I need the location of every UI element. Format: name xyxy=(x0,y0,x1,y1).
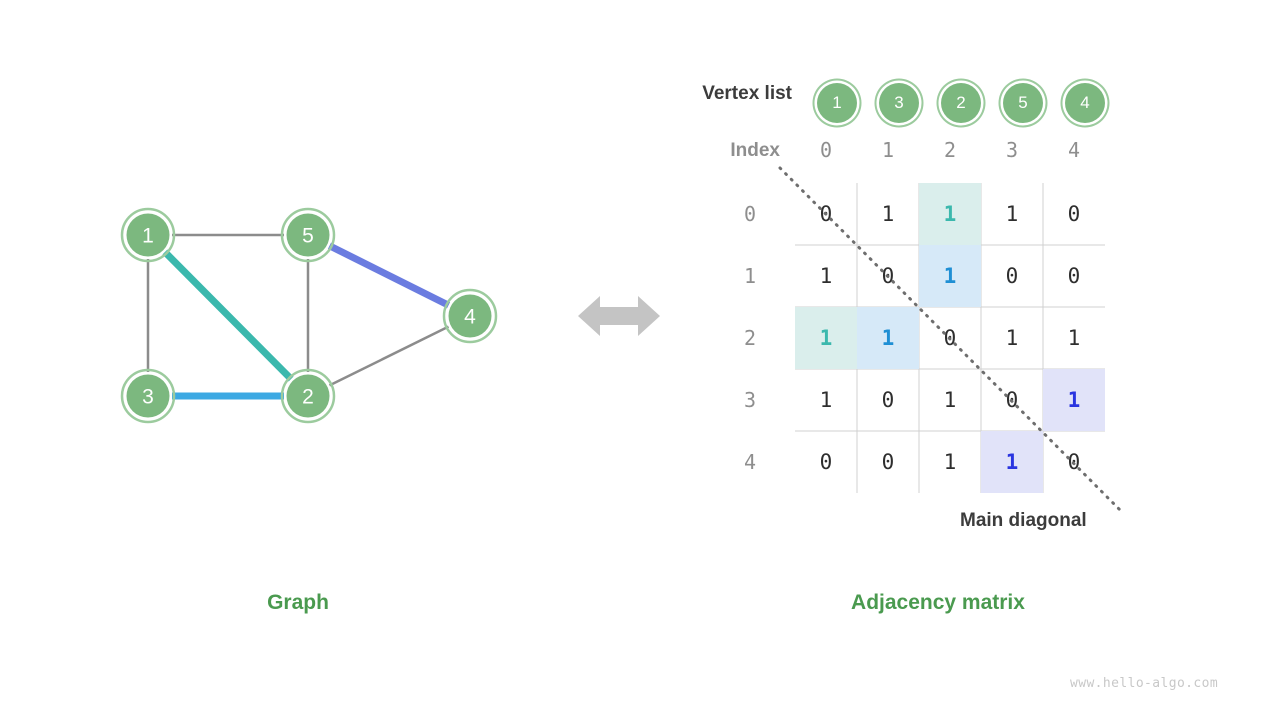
graph-node-label: 5 xyxy=(302,225,314,248)
graph-node-2[interactable]: 2 xyxy=(280,368,336,424)
matrix-cell-4-2[interactable]: 1 xyxy=(943,450,957,474)
matrix-cell-0-2[interactable]: 1 xyxy=(919,183,981,245)
vertex-chip-2[interactable]: 2 xyxy=(941,83,981,123)
graph-node-1[interactable]: 1 xyxy=(120,207,176,263)
matrix-cell-3-3[interactable]: 0 xyxy=(1005,388,1019,412)
graph-edge-5-4 xyxy=(327,242,451,309)
row-index-4: 4 xyxy=(743,450,757,474)
matrix-cell-0-3[interactable]: 1 xyxy=(1005,202,1019,226)
vertex-chip-3[interactable]: 3 xyxy=(879,83,919,123)
index-label: Index xyxy=(730,140,780,161)
graph-node-label: 1 xyxy=(142,225,154,248)
double-arrow-icon xyxy=(578,290,660,347)
row-index-column: 0 1 2 3 4 xyxy=(720,183,780,498)
matrix-cell-2-1[interactable]: 1 xyxy=(857,307,919,369)
graph-node-label: 4 xyxy=(464,306,476,329)
matrix-cell-3-1[interactable]: 0 xyxy=(881,388,895,412)
matrix-cell-0-0[interactable]: 0 xyxy=(819,202,833,226)
vertex-chip-4[interactable]: 4 xyxy=(1065,83,1105,123)
matrix-cell-1-0[interactable]: 1 xyxy=(819,264,833,288)
graph-node-3[interactable]: 3 xyxy=(120,368,176,424)
matrix-cell-2-2[interactable]: 0 xyxy=(943,326,957,350)
column-index-4: 4 xyxy=(1067,138,1081,162)
matrix-cell-3-0[interactable]: 1 xyxy=(819,388,833,412)
vertex-list-label: Vertex list xyxy=(702,83,792,104)
matrix-cell-4-0[interactable]: 0 xyxy=(819,450,833,474)
matrix-cell-3-4[interactable]: 1 xyxy=(1043,369,1105,431)
matrix-cell-0-1[interactable]: 1 xyxy=(881,202,895,226)
row-index-2: 2 xyxy=(743,326,757,350)
matrix-cell-1-3[interactable]: 0 xyxy=(1005,264,1019,288)
matrix-cell-1-4[interactable]: 0 xyxy=(1067,264,1081,288)
graph-edges xyxy=(146,233,451,400)
matrix-cell-2-0[interactable]: 1 xyxy=(795,307,857,369)
watermark: www.hello-algo.com xyxy=(1070,676,1219,691)
main-diagonal-label: Main diagonal xyxy=(960,510,1087,531)
matrix-cell-4-1[interactable]: 0 xyxy=(881,450,895,474)
graph-node-label: 2 xyxy=(302,386,314,409)
matrix-cell-1-2[interactable]: 1 xyxy=(919,245,981,307)
row-index-3: 3 xyxy=(743,388,757,412)
matrix-cell-0-4[interactable]: 0 xyxy=(1067,202,1081,226)
column-index-1: 1 xyxy=(881,138,895,162)
graph-node-4[interactable]: 4 xyxy=(442,288,498,344)
matrix-cell-4-4[interactable]: 0 xyxy=(1067,450,1081,474)
column-index-2: 2 xyxy=(943,138,957,162)
graph-node-5[interactable]: 5 xyxy=(280,207,336,263)
matrix-cell-2-3[interactable]: 1 xyxy=(1005,326,1019,350)
vertex-chip-5[interactable]: 5 xyxy=(1003,83,1043,123)
graph-edge-1-2 xyxy=(162,249,294,382)
row-index-1: 1 xyxy=(743,264,757,288)
graph-panel: 1 5 4 3 2 xyxy=(80,170,550,460)
graph-nodes: 1 5 4 3 2 xyxy=(120,207,498,424)
row-index-0: 0 xyxy=(743,202,757,226)
column-index-row: 0 1 2 3 4 xyxy=(795,138,1135,168)
caption-adjacency-matrix: Adjacency matrix xyxy=(851,591,1025,614)
graph-svg: 1 5 4 3 2 xyxy=(120,207,498,424)
matrix-cell-1-1[interactable]: 0 xyxy=(881,264,895,288)
graph-edge-2-4 xyxy=(328,325,450,387)
matrix-cell-3-2[interactable]: 1 xyxy=(943,388,957,412)
column-index-0: 0 xyxy=(819,138,833,162)
caption-graph: Graph xyxy=(267,591,329,614)
vertex-chip-1[interactable]: 1 xyxy=(817,83,857,123)
matrix-cell-2-4[interactable]: 1 xyxy=(1067,326,1081,350)
graph-node-label: 3 xyxy=(142,386,154,409)
column-index-3: 3 xyxy=(1005,138,1019,162)
matrix-cell-4-3[interactable]: 1 xyxy=(981,431,1043,493)
